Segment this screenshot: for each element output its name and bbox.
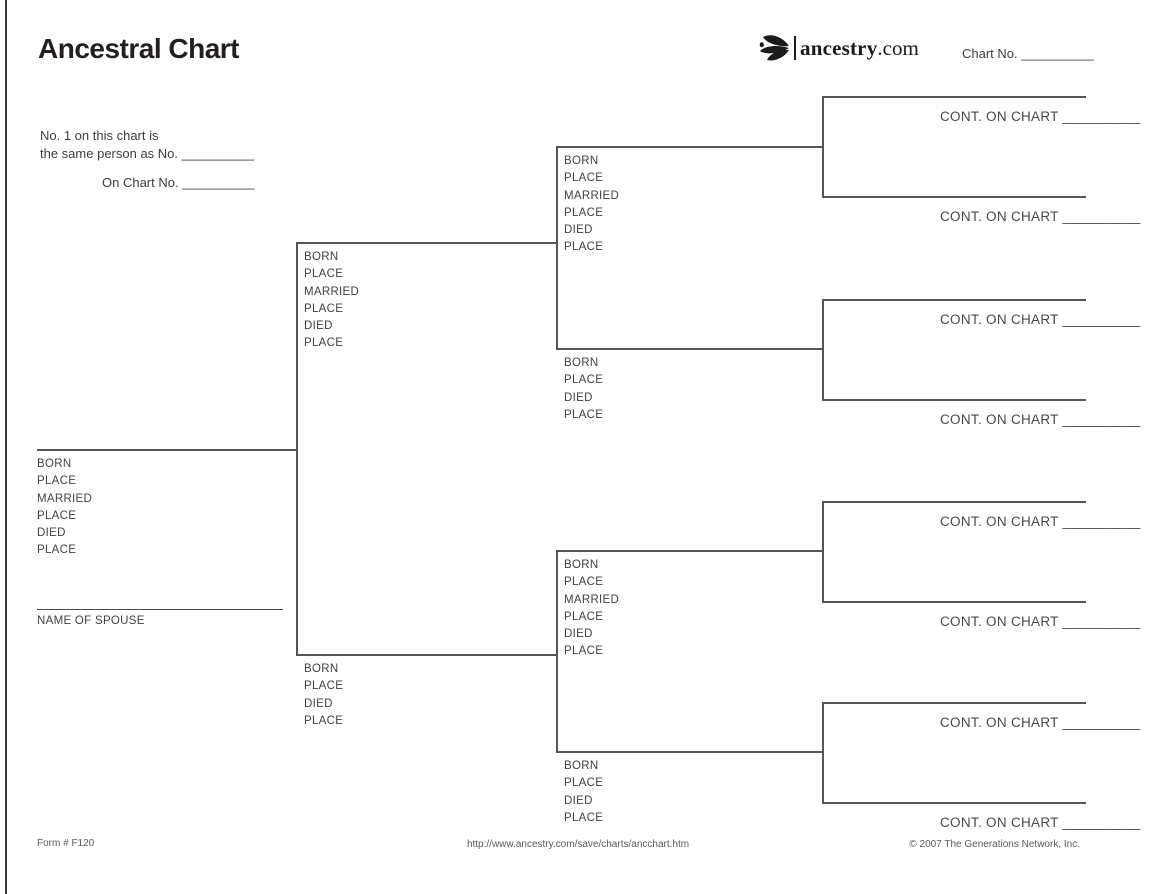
field-label-died: DIED [564,628,593,641]
field-label-place: PLACE [564,172,604,185]
field-label-place: PLACE [564,777,604,790]
field-label-born: BORN [564,357,599,369]
father-field-labels: BORN PLACE MARRIED PLACE DIED PLACE [304,249,359,353]
copyright-notice: © 2007 The Generations Network, Inc. [909,839,1080,850]
field-label-died: DIED [564,224,593,237]
cont-on-chart-field-3: CONT. ON CHART __________ [940,312,1141,327]
maternal-grandmother-field-labels: BORN PLACE DIED PLACE [564,758,603,827]
maternal-grandmother-name-line [556,751,824,753]
paternal-grandmother-field-labels: BORN PLACE DIED PLACE [564,355,603,424]
reference-note-line2: the same person as No. __________ [40,146,254,161]
spouse-name-label: NAME OF SPOUSE [37,615,145,627]
paternal-grandfather-field-labels: BORN PLACE MARRIED PLACE DIED PLACE [564,153,619,257]
mother-name-line [296,654,558,656]
field-label-place: PLACE [564,576,604,589]
field-label-born: BORN [564,559,599,571]
field-label-born: BORN [564,760,599,772]
field-label-place: PLACE [564,811,604,824]
form-number: Form # F120 [37,838,95,849]
spouse-name-line [37,609,283,610]
father-name-line [296,242,558,244]
field-label-place: PLACE [564,610,604,623]
field-label-place: PLACE [37,475,77,488]
field-label-place: PLACE [564,645,604,658]
field-label-born: BORN [304,663,339,675]
cont-on-chart-field-8: CONT. ON CHART __________ [940,815,1141,830]
gen2-connector-line [296,242,298,656]
reference-note-line1: No. 1 on this chart is [40,128,159,143]
field-label-married: MARRIED [564,593,620,606]
gen4-slot7-name-line [822,702,1086,704]
gen4-slot8-name-line [822,802,1086,804]
gen4-bracket1-connector-line [822,96,824,198]
ancestry-leaf-icon [759,35,789,61]
field-label-died: DIED [37,527,66,540]
field-label-died: DIED [304,320,333,333]
field-label-place: PLACE [304,337,344,350]
paternal-gen3-connector-line [556,146,558,350]
cont-on-chart-field-4: CONT. ON CHART __________ [940,412,1141,427]
field-label-place: PLACE [304,302,344,315]
gen4-slot2-name-line [822,196,1086,198]
chart-no-field: Chart No. __________ [962,46,1094,61]
gen4-slot1-name-line [822,96,1086,98]
field-label-place: PLACE [304,268,344,281]
gen4-slot4-name-line [822,399,1086,401]
logo-tld-text: .com [877,35,919,60]
field-label-born: BORN [304,251,339,263]
page-left-border [5,0,7,894]
gen4-bracket4-connector-line [822,702,824,804]
cont-on-chart-field-2: CONT. ON CHART __________ [940,209,1141,224]
gen4-bracket3-connector-line [822,501,824,603]
gen4-slot5-name-line [822,501,1086,503]
footer-url: http://www.ancestry.com/save/charts/ancc… [466,839,690,850]
field-label-place: PLACE [304,714,344,727]
paternal-grandmother-name-line [556,348,824,350]
field-label-died: DIED [564,794,593,807]
mother-field-labels: BORN PLACE DIED PLACE [304,661,343,730]
field-label-place: PLACE [564,408,604,421]
gen4-slot3-name-line [822,299,1086,301]
paternal-grandfather-name-line [556,146,824,148]
field-label-born: BORN [564,155,599,167]
cont-on-chart-field-5: CONT. ON CHART __________ [940,514,1141,529]
field-label-married: MARRIED [564,189,620,202]
subject-field-labels: BORN PLACE MARRIED PLACE DIED PLACE [37,456,92,560]
logo-divider [794,36,796,60]
field-label-place: PLACE [37,509,77,522]
cont-on-chart-field-7: CONT. ON CHART __________ [940,715,1141,730]
field-label-born: BORN [37,458,72,470]
field-label-married: MARRIED [304,285,360,298]
field-label-place: PLACE [304,680,344,693]
gen4-bracket2-connector-line [822,299,824,401]
ancestry-logo: ancestry.com [758,33,919,63]
cont-on-chart-field-6: CONT. ON CHART __________ [940,614,1141,629]
subject-name-line [37,449,297,451]
field-label-died: DIED [304,697,333,710]
chart-reference-note: No. 1 on this chart is the same person a… [40,127,254,163]
field-label-married: MARRIED [37,492,93,505]
logo-brand-text: ancestry [800,35,878,60]
field-label-place: PLACE [37,544,77,557]
field-label-place: PLACE [564,206,604,219]
field-label-died: DIED [564,391,593,404]
on-chart-no-field: On Chart No. __________ [102,175,255,190]
maternal-gen3-connector-line [556,550,558,753]
field-label-place: PLACE [564,241,604,254]
maternal-grandfather-name-line [556,550,824,552]
page-title: Ancestral Chart [38,33,240,64]
maternal-grandfather-field-labels: BORN PLACE MARRIED PLACE DIED PLACE [564,557,619,661]
gen4-slot6-name-line [822,601,1086,603]
cont-on-chart-field-1: CONT. ON CHART __________ [940,109,1141,124]
field-label-place: PLACE [564,374,604,387]
